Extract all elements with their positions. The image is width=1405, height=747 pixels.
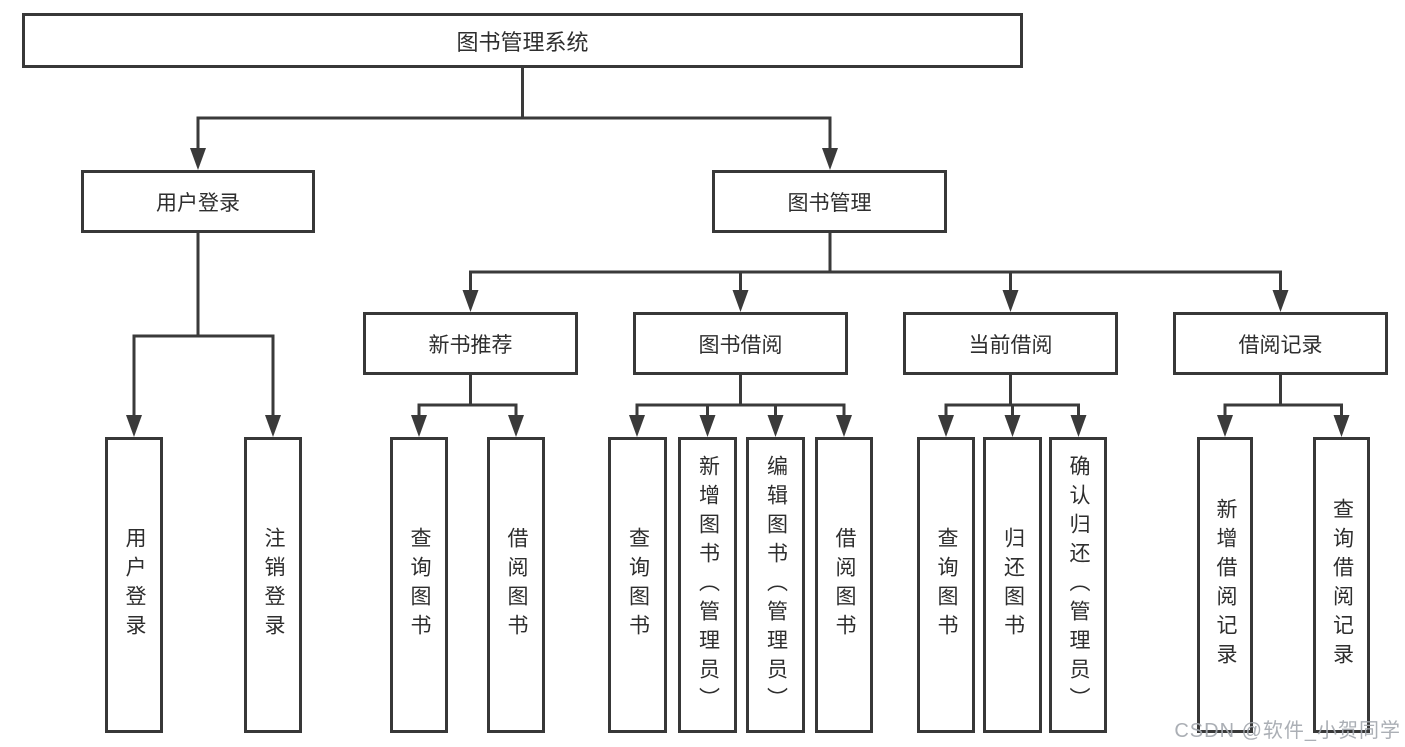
node-label: 用户登录: [123, 527, 146, 643]
branch-root: [190, 68, 838, 170]
node-book-management: 图书管理: [712, 170, 947, 233]
node-borrow-books-1: 借阅图书: [487, 437, 545, 733]
node-label: 当前借阅: [968, 333, 1053, 357]
node-label: 新增图书（管理员）: [696, 454, 720, 716]
node-library-system: 图书管理系统: [22, 13, 1023, 68]
node-label: 借阅图书: [505, 527, 528, 643]
node-label: 借阅记录: [1238, 333, 1323, 357]
branch-new-book-recommend: [411, 375, 524, 437]
node-borrow-records: 借阅记录: [1173, 312, 1388, 375]
branch-user-login: [126, 233, 281, 437]
branch-current-borrow: [938, 375, 1087, 437]
node-logout: 注销登录: [244, 437, 302, 733]
node-confirm-return-admin: 确认归还（管理员）: [1049, 437, 1107, 733]
branch-borrow-records: [1217, 375, 1350, 437]
node-label: 确认归还（管理员）: [1067, 454, 1090, 716]
node-user-login-leaf: 用户登录: [105, 437, 163, 733]
node-label: 用户登录: [156, 191, 240, 215]
node-label: 编辑图书（管理员）: [764, 454, 788, 716]
node-label: 新增借阅记录: [1214, 498, 1237, 672]
node-label: 图书管理系统: [456, 29, 589, 55]
node-label: 借阅图书: [833, 527, 856, 643]
node-query-books-1: 查询图书: [390, 437, 448, 733]
node-query-books-3: 查询图书: [917, 437, 975, 733]
node-add-borrow-record: 新增借阅记录: [1197, 437, 1253, 733]
node-label: 查询借阅记录: [1330, 498, 1354, 672]
node-label: 注销登录: [262, 527, 285, 643]
node-current-borrow: 当前借阅: [903, 312, 1118, 375]
branch-book-management: [462, 233, 1289, 312]
node-return-books: 归还图书: [983, 437, 1042, 733]
node-edit-book-admin: 编辑图书（管理员）: [746, 437, 805, 733]
node-label: 图书管理: [787, 191, 872, 215]
node-book-borrow: 图书借阅: [633, 312, 848, 375]
node-label: 图书借阅: [698, 333, 783, 357]
watermark: CSDN @软件_小贺同学: [1174, 720, 1401, 742]
node-label: 查询图书: [408, 527, 431, 643]
node-new-book-recommend: 新书推荐: [363, 312, 578, 375]
node-label: 新书推荐: [428, 333, 513, 357]
node-user-login: 用户登录: [81, 170, 315, 233]
node-label: 归还图书: [1001, 527, 1025, 643]
node-borrow-books-2: 借阅图书: [815, 437, 873, 733]
node-query-borrow-record: 查询借阅记录: [1313, 437, 1370, 733]
node-add-book-admin: 新增图书（管理员）: [678, 437, 737, 733]
branch-book-borrow: [629, 375, 852, 437]
node-query-books-2: 查询图书: [608, 437, 667, 733]
node-label: 查询图书: [935, 527, 958, 643]
node-label: 查询图书: [626, 527, 650, 643]
